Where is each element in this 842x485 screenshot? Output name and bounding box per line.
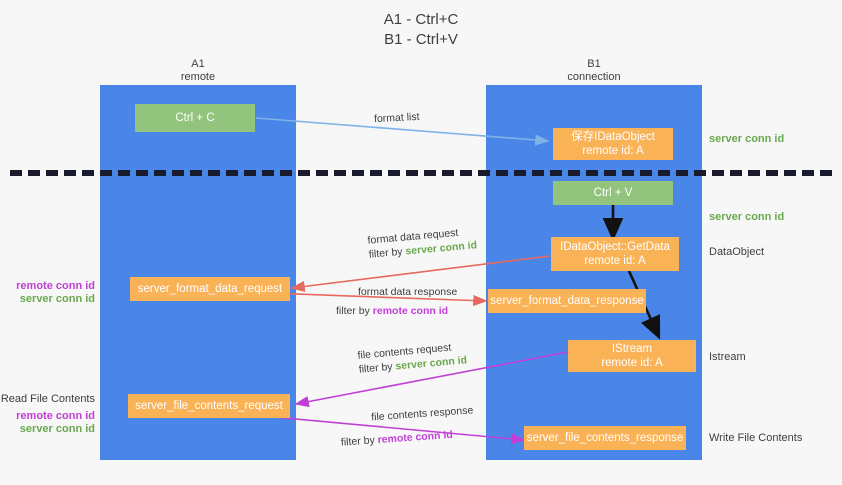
phase-divider: [10, 170, 832, 176]
node-getdata-line1: IDataObject::GetData: [560, 241, 670, 253]
fmt-req-filter-prefix: filter by: [368, 245, 406, 261]
lane-a1-role: remote: [180, 71, 216, 83]
node-save-dataobject-line2: remote id: A: [582, 145, 644, 157]
lane-header-b1: B1 connection: [494, 58, 694, 84]
annotation-format-list: format list: [374, 110, 420, 126]
node-ctrl-v[interactable]: Ctrl + V: [553, 181, 673, 205]
lane-a1-name: A1: [191, 58, 205, 70]
node-save-dataobject-line1: 保存IDataObject: [571, 131, 655, 143]
node-istream-line2: remote id: A: [601, 357, 663, 369]
node-server-format-data-response-label: server_format_data_response: [490, 295, 644, 307]
node-server-file-contents-response[interactable]: server_file_contents_response: [524, 426, 686, 450]
label-right-write-file-contents: Write File Contents: [709, 432, 803, 444]
node-getdata-line2: remote id: A: [584, 255, 646, 267]
annotation-format-data-response: format data response filter by remote co…: [336, 285, 457, 318]
annotation-format-data-response-title: format data response: [358, 286, 458, 298]
annotation-file-contents-response-title: file contents response: [370, 404, 474, 424]
annotation-file-contents-response: file contents response filter by remote …: [339, 403, 475, 449]
node-server-format-data-response[interactable]: server_format_data_response: [488, 289, 646, 313]
label-left-read-file-contents: Read File Contents: [0, 393, 95, 405]
label-left-server-conn-id-1: server conn id: [19, 293, 95, 305]
node-save-dataobject[interactable]: 保存IDataObject remote id: A: [553, 128, 673, 160]
node-server-format-data-request-label: server_format_data_request: [137, 283, 283, 295]
node-istream-line1: IStream: [611, 343, 653, 355]
file-req-filter-prefix: filter by: [358, 360, 396, 376]
title-line-1: A1 - Ctrl+C: [383, 11, 459, 28]
node-ctrl-c[interactable]: Ctrl + C: [135, 104, 255, 132]
fmt-resp-filter-prefix: filter by: [336, 305, 373, 317]
label-left-server-conn-id-2: server conn id: [19, 423, 95, 435]
node-ctrl-c-label: Ctrl + C: [175, 112, 215, 124]
node-getdata[interactable]: IDataObject::GetData remote id: A: [551, 237, 679, 271]
label-left-remote-conn-id-1: remote conn id: [16, 280, 95, 292]
annotation-format-data-response-filter: filter by remote conn id: [336, 304, 457, 318]
label-right-dataobject: DataObject: [709, 246, 765, 258]
annotation-format-data-request: format data request filter by server con…: [367, 224, 478, 261]
label-right-server-conn-id-1: server conn id: [709, 133, 785, 145]
label-left-remote-conn-id-2: remote conn id: [16, 410, 95, 422]
node-server-file-contents-response-label: server_file_contents_response: [526, 432, 684, 444]
fmt-resp-filter-key: remote conn id: [372, 305, 449, 317]
file-resp-filter-key: remote conn id: [377, 428, 454, 447]
node-ctrl-v-label: Ctrl + V: [593, 187, 633, 199]
node-server-file-contents-request[interactable]: server_file_contents_request: [128, 394, 290, 418]
annotation-file-contents-response-filter: filter by remote conn id: [340, 426, 475, 449]
title-line-2: B1 - Ctrl+V: [384, 31, 458, 48]
node-server-format-data-request[interactable]: server_format_data_request: [130, 277, 290, 301]
annotation-file-contents-request: file contents request filter by server c…: [357, 339, 468, 376]
label-right-istream: Istream: [709, 351, 746, 363]
lane-b1-role: connection: [567, 71, 621, 83]
lane-b1-name: B1: [587, 58, 601, 70]
label-right-server-conn-id-2: server conn id: [709, 211, 785, 223]
node-server-file-contents-request-label: server_file_contents_request: [135, 400, 283, 412]
lane-header-a1: A1 remote: [98, 58, 298, 84]
file-resp-filter-prefix: filter by: [340, 434, 379, 449]
annotation-format-list-text: format list: [373, 110, 420, 126]
page-title: A1 - Ctrl+C B1 - Ctrl+V: [0, 10, 842, 50]
node-istream[interactable]: IStream remote id: A: [568, 340, 696, 372]
